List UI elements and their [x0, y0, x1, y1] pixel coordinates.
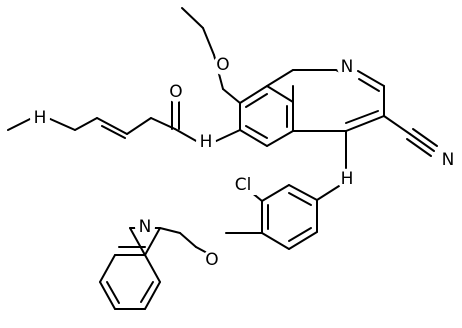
bond: [345, 110, 379, 124]
bond: [101, 125, 126, 139]
bond: [222, 88, 241, 104]
bond: [174, 128, 199, 143]
bond: [409, 133, 435, 152]
bond: [358, 78, 380, 92]
bond: [239, 129, 268, 147]
atom-label-nh-amide: H: [200, 132, 213, 152]
bond: [47, 117, 76, 131]
bond: [144, 281, 161, 310]
bond: [288, 184, 318, 201]
atom-label-n-pyridine: N: [139, 217, 152, 237]
bond: [266, 130, 294, 147]
bond: [245, 93, 268, 108]
bond: [74, 117, 98, 131]
bond: [288, 192, 312, 206]
bond: [96, 117, 128, 135]
bond: [245, 125, 268, 139]
atom-label-nh-methyl: H: [34, 108, 47, 128]
bond: [179, 232, 197, 248]
bond: [406, 138, 432, 157]
bond: [129, 227, 146, 256]
bond: [159, 227, 181, 234]
atom-labels: H H O O N N H Cl O N: [30, 55, 458, 270]
bond: [288, 231, 318, 250]
bond: [99, 254, 116, 283]
bond: [126, 117, 152, 135]
bond: [239, 85, 268, 104]
atom-label-nh-aniline: H: [341, 169, 354, 189]
bond: [144, 254, 161, 283]
bond: [106, 281, 120, 304]
bond: [261, 184, 290, 202]
atom-label-o-carbonyl: O: [169, 82, 182, 102]
bond: [140, 281, 154, 303]
bond: [266, 85, 294, 103]
bond: [213, 129, 241, 143]
atom-label-o-ether: O: [205, 250, 218, 270]
bond: [99, 281, 116, 310]
bond: [202, 27, 215, 56]
bond: [345, 115, 385, 132]
bond: [412, 128, 438, 147]
atom-label-o-ethoxy: O: [216, 55, 229, 75]
bond: [181, 7, 204, 29]
atom-label-n-nitrile: N: [442, 150, 455, 170]
bond: [357, 70, 385, 87]
atom-label-cl: Cl: [235, 175, 252, 195]
bond: [266, 69, 294, 87]
bond: [261, 232, 290, 250]
bond: [383, 115, 411, 135]
bond: [144, 227, 161, 256]
bond: [7, 117, 33, 131]
atom-label-n-quinoline: N: [341, 57, 354, 77]
bond: [316, 185, 340, 201]
bonds: [7, 7, 438, 310]
bond: [288, 227, 312, 242]
